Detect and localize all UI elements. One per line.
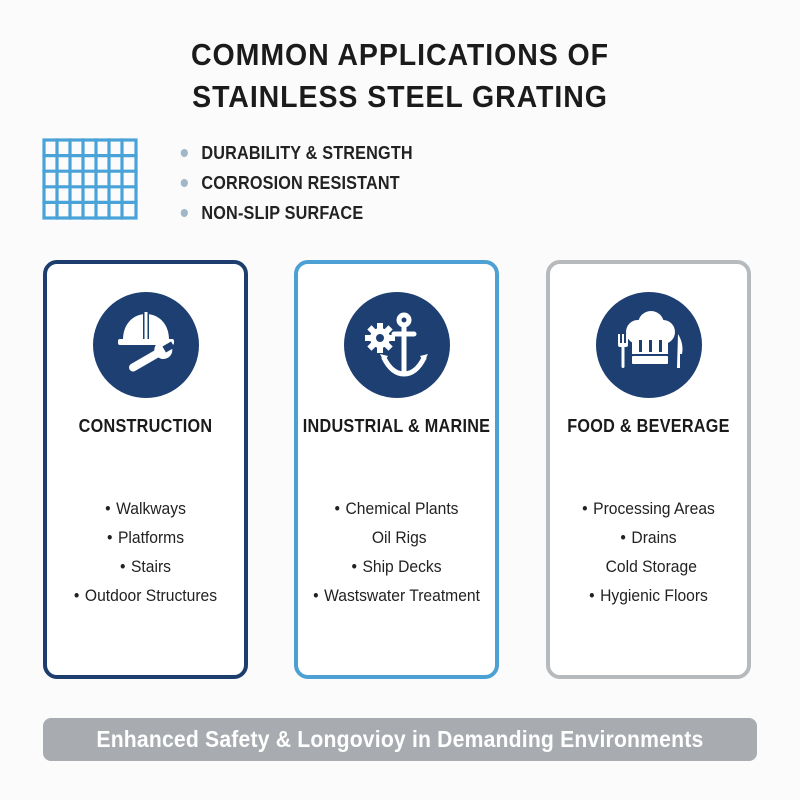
card-item-list: •Processing Areas •Drains Cold Storage •… <box>540 494 757 610</box>
page-title-line-1: COMMON APPLICATIONS OF <box>191 37 609 72</box>
feature-list: DURABILITY & STRENGTH CORROSION RESISTAN… <box>178 138 439 228</box>
card-item-list: •Chemical Plants Oil Rigs •Ship Decks •W… <box>288 494 505 610</box>
list-item: •Wastswater Treatment <box>313 586 480 605</box>
card-food-beverage: FOOD & BEVERAGE •Processing Areas •Drain… <box>546 260 751 679</box>
list-item: •Platforms <box>106 528 185 547</box>
card-industrial-marine: INDUSTRIAL & MARINE •Chemical Plants Oil… <box>294 260 499 679</box>
gear-anchor-icon <box>343 292 450 398</box>
bullet-dot-icon <box>180 209 188 217</box>
card-title: INDUSTRIAL & MARINE <box>302 416 491 436</box>
bullet-dot-icon <box>180 179 188 187</box>
list-item: Oil Rigs <box>371 528 427 547</box>
list-item: •Hygienic Floors <box>589 586 708 605</box>
card-title: CONSTRUCTION <box>78 416 213 436</box>
banner-text: Enhanced Safety & Longovioy in Demanding… <box>96 726 704 752</box>
card-construction: CONSTRUCTION •Walkways •Platforms •Stair… <box>43 260 248 679</box>
list-item: •Walkways <box>105 499 186 518</box>
list-item: •Ship Decks <box>351 557 442 576</box>
feature-item: DURABILITY & STRENGTH <box>178 138 413 168</box>
card-item-list: •Walkways •Platforms •Stairs •Outdoor St… <box>37 494 254 610</box>
list-item: Cold Storage <box>605 557 697 576</box>
bullet-dot-icon <box>180 149 188 157</box>
card-title: FOOD & BEVERAGE <box>567 416 730 436</box>
feature-item: NON-SLIP SURFACE <box>178 198 413 228</box>
page-title: COMMON APPLICATIONS OF STAINLESS STEEL G… <box>32 34 768 118</box>
list-item: •Drains <box>620 528 677 547</box>
grating-icon <box>42 136 138 222</box>
list-item: •Processing Areas <box>582 499 715 518</box>
feature-item: CORROSION RESISTANT <box>178 168 413 198</box>
list-item: •Stairs <box>119 557 171 576</box>
footer-banner: Enhanced Safety & Longovioy in Demanding… <box>43 718 757 761</box>
hardhat-wrench-icon <box>92 292 199 398</box>
chef-hat-cutlery-icon <box>595 292 702 398</box>
list-item: •Chemical Plants <box>334 499 459 518</box>
page-title-line-2: STAINLESS STEEL GRATING <box>192 79 608 114</box>
list-item: •Outdoor Structures <box>73 586 218 605</box>
